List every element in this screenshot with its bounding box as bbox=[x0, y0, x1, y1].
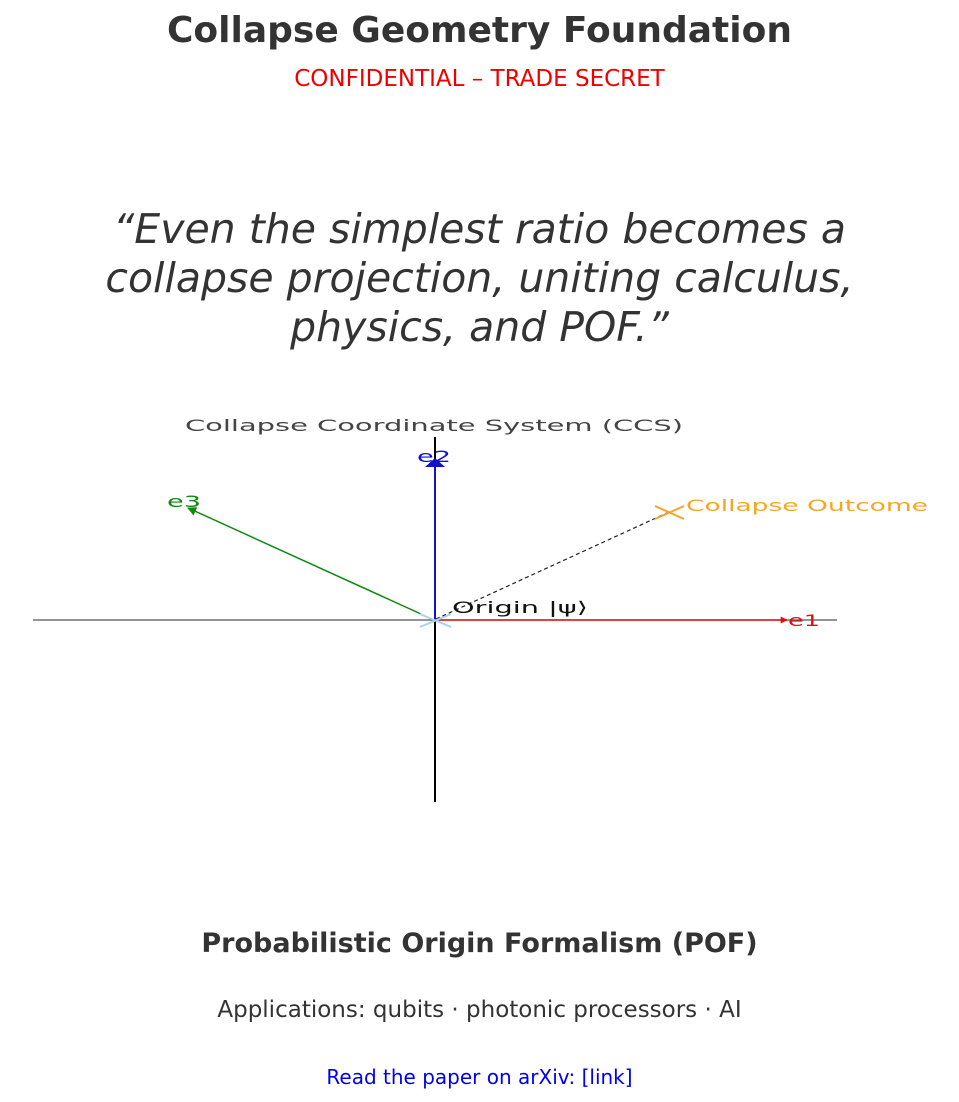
applications-text: Applications: qubits · photonic processo… bbox=[217, 997, 742, 1023]
projection-line bbox=[435, 511, 670, 620]
collapse-outcome-marker bbox=[654, 505, 685, 520]
quote-text: “Even the simplest ratio becomes a colla… bbox=[105, 205, 854, 351]
e2-label: e2 bbox=[417, 447, 451, 466]
origin-label: Origin |ψ⟩ bbox=[452, 598, 588, 617]
collapse-outcome-label: Collapse Outcome bbox=[686, 496, 928, 515]
confidential-label: CONFIDENTIAL – TRADE SECRET bbox=[294, 66, 665, 92]
collapse-coordinate-diagram: Collapse Coordinate System (CCS) e1 e2 e… bbox=[33, 416, 928, 802]
e3-vector bbox=[187, 507, 422, 615]
pof-heading: Probabilistic Origin Formalism (POF) bbox=[201, 928, 758, 959]
page-title: Collapse Geometry Foundation bbox=[167, 10, 792, 51]
origin-marker bbox=[419, 613, 452, 628]
arxiv-paper-link[interactable]: Read the paper on arXiv: [link] bbox=[326, 1065, 633, 1089]
e3-label: e3 bbox=[167, 492, 201, 511]
e2-arrowhead bbox=[425, 458, 445, 467]
diagram-title: Collapse Coordinate System (CCS) bbox=[185, 416, 683, 435]
e1-label: e1 bbox=[788, 611, 820, 630]
